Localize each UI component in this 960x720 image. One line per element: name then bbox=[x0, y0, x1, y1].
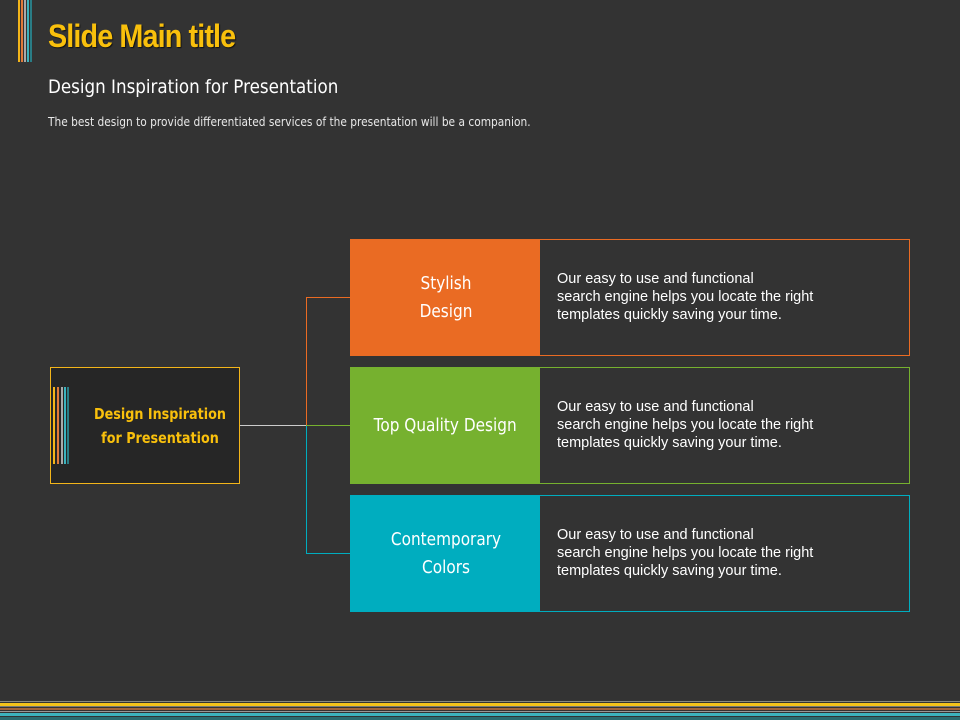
item-title: Stylish Design bbox=[419, 272, 472, 322]
center-box-label: Design Inspiration for Presentation bbox=[94, 404, 226, 447]
item-card-top-quality-design: Top Quality Design Our easy to use and f… bbox=[350, 367, 910, 484]
center-box: Design Inspiration for Presentation bbox=[50, 367, 240, 484]
slide-subtitle: Design Inspiration for Presentation bbox=[48, 76, 339, 98]
item-card-contemporary-colors: Contemporary Colors Our easy to use and … bbox=[350, 495, 910, 612]
slide-title: Slide Main title bbox=[48, 18, 236, 54]
slide-description: The best design to provide differentiate… bbox=[48, 114, 531, 129]
item-text: Our easy to use and functional search en… bbox=[557, 527, 814, 579]
item-title: Contemporary Colors bbox=[390, 528, 501, 578]
item-card-stylish-design: Stylish Design Our easy to use and funct… bbox=[350, 239, 910, 356]
item-text: Our easy to use and functional search en… bbox=[557, 399, 814, 451]
item-text: Our easy to use and functional search en… bbox=[557, 271, 814, 323]
item-title: Top Quality Design bbox=[373, 414, 518, 436]
